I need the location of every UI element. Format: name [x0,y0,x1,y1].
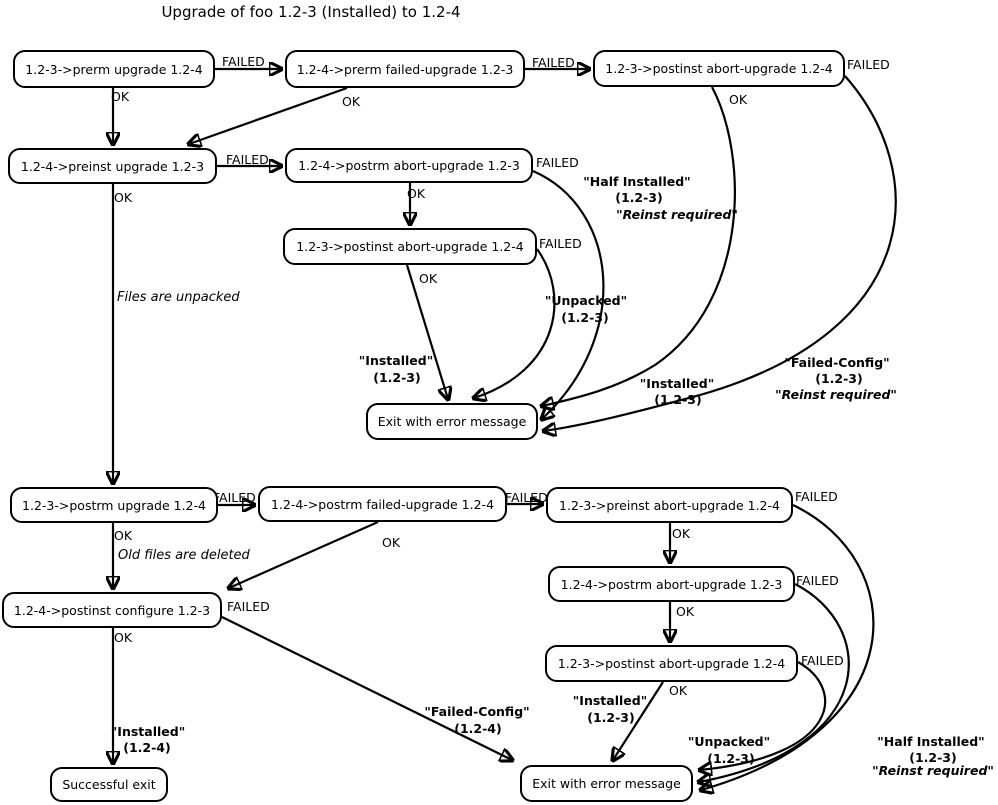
edge-postinstconfigure-failed-to-exit2 [221,616,512,760]
state-half-installed-top-line3: "Reinst required" [616,207,738,222]
diagram-title: Upgrade of foo 1.2-3 (Installed) to 1.2-… [161,3,461,21]
failed-label-postrmfailed: FAILED [505,490,548,505]
node-postinst-configure: 1.2-4->postinst configure 1.2-3 [2,592,222,628]
failed-label-preinstabort: FAILED [795,489,838,504]
edge-postrmabort2-failed-to-exit2 [699,583,850,782]
failed-label-postinstabort3: FAILED [801,653,844,668]
node-postrm-upgrade: 1.2-3->postrm upgrade 1.2-4 [10,487,218,523]
failed-label-postrmabort1: FAILED [536,155,579,170]
edge-postinstabort3-ok-to-exit2 [613,681,664,760]
ok-label-postinstconfigure: OK [114,630,133,645]
node-exit-error-2: Exit with error message [520,765,693,802]
note-old-files-are-deleted: Old files are deleted [118,548,250,563]
edge-postrmabort1-failed-to-exit1 [532,169,605,419]
state-failed-config-top-line1: "Failed-Config" [784,355,890,370]
state-installed-top-left-line2: (1.2-3) [373,370,421,385]
node-preinst-abort-upgrade: 1.2-3->preinst abort-upgrade 1.2-4 [546,487,793,523]
state-installed-top-left-line1: "Installed" [358,353,434,368]
node-preinst-upgrade: 1.2-4->preinst upgrade 1.2-3 [8,148,217,184]
state-failed-config-top-line3: "Reinst required" [775,387,897,402]
state-half-installed-top-line1: "Half Installed" [583,174,691,189]
state-half-installed-top-line2: (1.2-3) [615,190,663,205]
ok-label-postrmfailed: OK [382,535,401,550]
failed-label-postinstconfigure: FAILED [227,599,270,614]
edge-preinstabort-failed-to-exit2 [701,504,875,790]
edge-postinstabort3-failed-to-exit2 [700,661,827,770]
failed-label-postrm: FAILED [213,490,256,505]
node-prerm-upgrade: 1.2-3->prerm upgrade 1.2-4 [13,50,215,88]
failed-label-preinst: FAILED [226,152,269,167]
state-failed-config-bottom-line1: "Failed-Config" [424,704,530,719]
ok-label-postinstabort1: OK [729,92,748,107]
ok-label-postinstabort3: OK [669,683,688,698]
node-postrm-abort-upgrade-2: 1.2-4->postrm abort-upgrade 1.2-3 [548,566,795,602]
failed-label-postinstabort1: FAILED [847,57,890,72]
node-postrm-abort-upgrade-1: 1.2-4->postrm abort-upgrade 1.2-3 [285,148,533,183]
state-half-installed-bottom-line2: (1.2-3) [909,750,957,765]
state-installed-top-right-line1: "Installed" [639,376,715,391]
node-exit-error-1: Exit with error message [366,403,538,440]
note-files-are-unpacked: Files are unpacked [117,290,240,305]
failed-label-prermfailed: FAILED [532,55,575,70]
ok-label-preinst: OK [114,190,133,205]
state-unpacked-bottom-line1: "Unpacked" [687,734,771,749]
node-postinst-abort-upgrade-2: 1.2-3->postinst abort-upgrade 1.2-4 [283,228,537,265]
node-prerm-failed-upgrade: 1.2-4->prerm failed-upgrade 1.2-3 [285,50,525,88]
ok-label-postinstabort2: OK [419,271,438,286]
edge-prermfailed-ok-to-preinst [189,86,348,144]
ok-label-postrm: OK [114,528,133,543]
state-unpacked-top-line1: "Unpacked" [544,293,628,308]
node-postinst-abort-upgrade-3: 1.2-3->postinst abort-upgrade 1.2-4 [545,645,798,682]
state-installed-bottom-mid-line2: (1.2-3) [587,710,635,725]
failed-label-prerm: FAILED [222,54,265,69]
node-postinst-abort-upgrade-1: 1.2-3->postinst abort-upgrade 1.2-4 [593,50,845,87]
edge-postinstabort1-failed-to-exit1 [544,75,897,431]
edge-postrmfailed-ok-to-postinstconfigure [229,520,379,588]
state-half-installed-bottom-line3: "Reinst required" [872,763,994,778]
ok-label-preinstabort: OK [672,526,691,541]
node-postrm-failed-upgrade: 1.2-4->postrm failed-upgrade 1.2-4 [258,486,507,522]
edge-postinstabort1-ok-to-exit1 [542,86,736,406]
edge-postinstabort2-ok-to-exit1 [405,264,448,399]
state-installed-bottom-left-line2: (1.2-4) [123,740,171,755]
state-failed-config-top-line2: (1.2-3) [815,371,863,386]
failed-label-postinstabort2: FAILED [539,236,582,251]
state-unpacked-top-line2: (1.2-3) [561,310,609,325]
state-installed-top-right-line2: (1.2-3) [654,392,702,407]
state-unpacked-bottom-line2: (1.2-3) [707,751,755,766]
state-installed-bottom-mid-line1: "Installed" [572,693,648,708]
node-success-exit: Successful exit [50,767,168,802]
failed-label-postrmabort2: FAILED [796,573,839,588]
state-failed-config-bottom-line2: (1.2-4) [454,721,502,736]
state-installed-bottom-left-line1: "Installed" [110,724,186,739]
ok-label-postrmabort2: OK [676,604,695,619]
ok-label-prerm: OK [111,89,130,104]
ok-label-postrmabort1: OK [407,186,426,201]
ok-label-prermfailed: OK [342,94,361,109]
edge-postinstabort2-failed-to-exit1 [474,248,556,398]
state-half-installed-bottom-line1: "Half Installed" [877,734,985,749]
